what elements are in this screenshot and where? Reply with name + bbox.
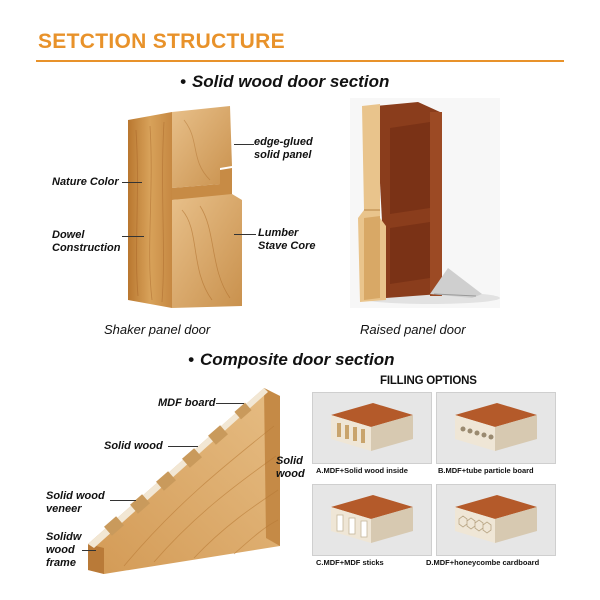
solid-section-title-text: Solid wood door section [191, 72, 390, 91]
filling-option-b-image [436, 392, 556, 464]
filling-option-c-image [312, 484, 432, 556]
raised-door-image [350, 98, 500, 308]
leader-line [234, 144, 254, 145]
leader-line [216, 403, 244, 404]
composite-door-image [84, 386, 304, 578]
solid-section-title: • Solid wood door section [180, 72, 389, 92]
shaker-caption: Shaker panel door [104, 322, 211, 337]
leader-line [82, 550, 96, 551]
header-divider [36, 60, 564, 62]
frame-label: Solidw wood frame [46, 531, 82, 569]
leader-line [110, 500, 136, 501]
filling-option-d-image [436, 484, 556, 556]
nature-color-label: Nature Color [52, 176, 119, 188]
composite-section-title: • Composite door section [188, 350, 395, 370]
bullet-icon: • [188, 350, 194, 369]
shaker-door-image [120, 100, 250, 312]
filling-option-a-image [312, 392, 432, 464]
filling-option-c-label: C.MDF+MDF sticks [316, 558, 384, 567]
veneer-label: Solid wood veneer [46, 490, 105, 515]
filling-options-heading: FILLING OPTIONS [380, 375, 477, 387]
lumber-label: Lumber Stave Core [258, 227, 316, 252]
leader-line [122, 182, 142, 183]
solid-wood-right-label: Solid wood [276, 455, 305, 480]
bullet-icon: • [180, 72, 186, 91]
raised-caption: Raised panel door [360, 322, 466, 337]
solid-wood-label: Solid wood [104, 440, 163, 452]
dowel-label: Dowel Construction [52, 229, 121, 254]
page-title: SETCTION STRUCTURE [38, 30, 285, 53]
leader-line [168, 446, 198, 447]
mdf-board-label: MDF board [158, 397, 216, 409]
edge-glued-label: edge-glued solid panel [254, 136, 313, 161]
filling-option-d-label: D.MDF+honeycombe cardboard [426, 558, 540, 567]
composite-section-title-text: Composite door section [199, 350, 395, 369]
filling-option-b-label: B.MDF+tube particle board [438, 466, 534, 475]
leader-line [122, 236, 144, 237]
filling-option-a-label: A.MDF+Solid wood inside [316, 466, 408, 475]
leader-line [234, 234, 256, 235]
